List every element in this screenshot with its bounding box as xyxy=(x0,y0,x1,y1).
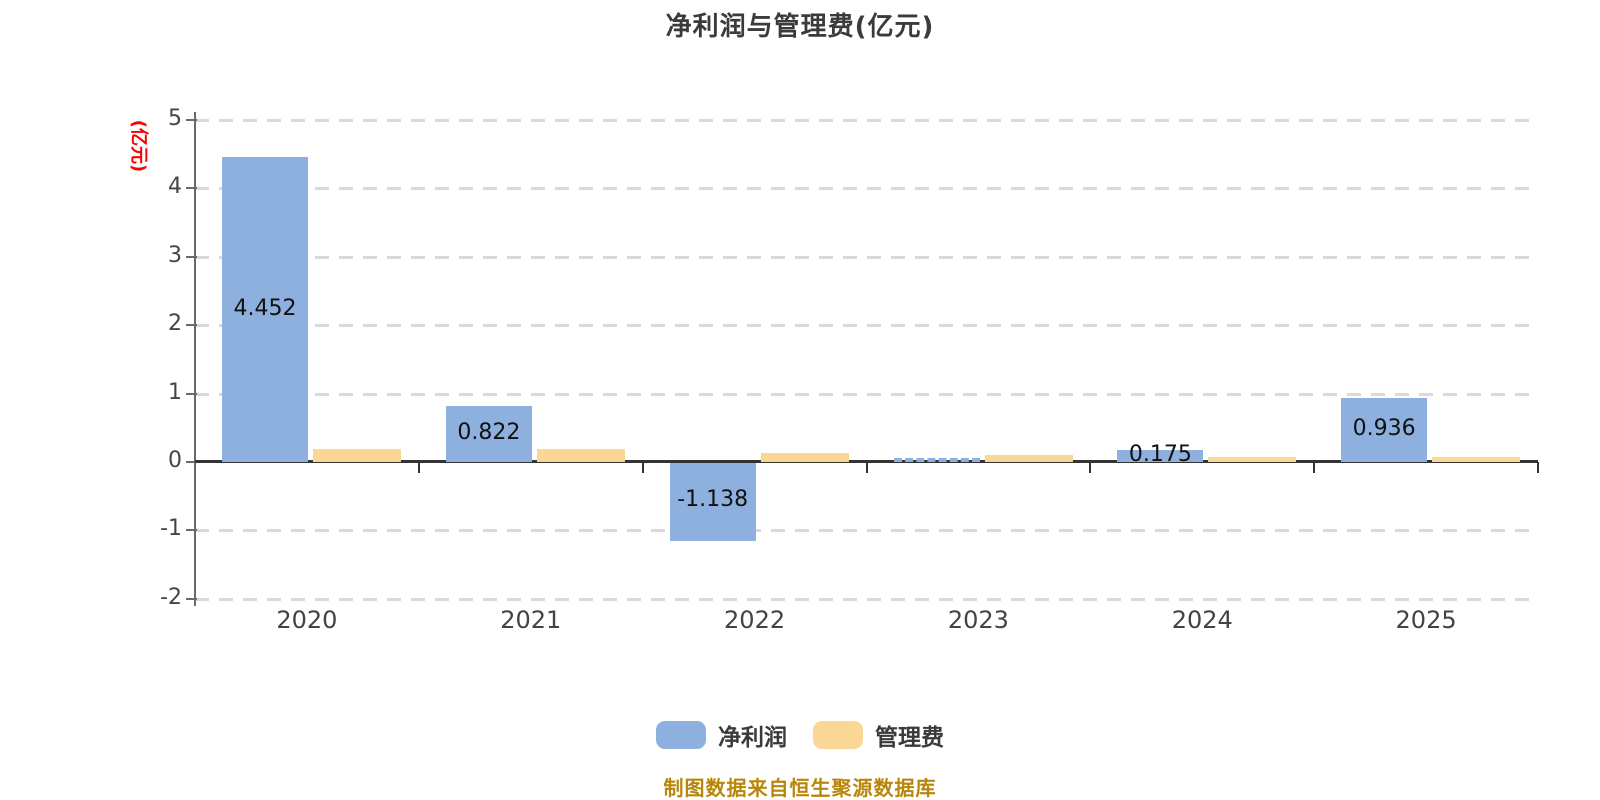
gridline-y2 xyxy=(195,324,1535,328)
bar-净利润-2021 xyxy=(445,405,532,462)
bar-净利润-2022 xyxy=(669,463,756,541)
y-axis-tick xyxy=(186,324,197,327)
mgmt-fee-swatch-icon xyxy=(813,721,863,749)
legend-label-mgmt-fee: 管理费 xyxy=(875,725,944,751)
x-axis-tick xyxy=(641,462,644,473)
x-axis-tick xyxy=(865,462,868,473)
bar-管理费-2024 xyxy=(1208,456,1297,462)
y-axis-tick xyxy=(186,392,197,395)
bar-管理费-2023 xyxy=(984,455,1073,462)
y-tick-label: 2 xyxy=(168,311,182,337)
data-source-note: 制图数据来自恒生聚源数据库 xyxy=(663,776,937,800)
x-axis-label-2025: 2025 xyxy=(1395,606,1457,634)
y-tick-label: 3 xyxy=(168,242,182,268)
x-axis-label-2021: 2021 xyxy=(500,606,562,634)
x-axis-tick xyxy=(1537,462,1539,473)
bar-管理费-2022 xyxy=(760,453,849,462)
legend-label-net-profit: 净利润 xyxy=(718,725,787,751)
gridline-y-2 xyxy=(195,597,1535,601)
y-tick-label: 4 xyxy=(168,174,182,200)
y-axis-tick xyxy=(186,187,197,190)
y-axis-tick xyxy=(186,119,197,121)
legend-item-net-profit: 净利润 xyxy=(656,718,787,752)
legend-item-mgmt-fee: 管理费 xyxy=(813,718,944,752)
gridline-y3 xyxy=(195,255,1535,259)
y-axis-line xyxy=(194,112,196,606)
bar-value-label: -1.138 xyxy=(677,486,749,512)
y-tick-label: 0 xyxy=(168,448,182,473)
x-axis-tick xyxy=(1089,462,1092,473)
net-profit-swatch-icon xyxy=(656,721,706,749)
x-axis-zero-line xyxy=(195,460,1538,463)
bar-管理费-2025 xyxy=(1432,457,1521,462)
x-axis-label-2024: 2024 xyxy=(1171,606,1233,634)
bar-value-label: 0.175 xyxy=(1128,442,1192,467)
x-axis-label-2023: 2023 xyxy=(947,606,1009,634)
y-axis-tick xyxy=(186,529,197,532)
x-axis-label-2020: 2020 xyxy=(276,606,338,634)
y-axis-tick xyxy=(186,597,197,600)
bar-value-label: 4.452 xyxy=(233,295,297,321)
y-axis-tick xyxy=(186,255,197,258)
y-tick-label: -1 xyxy=(160,516,182,542)
gridline-y1 xyxy=(195,392,1535,396)
x-axis-tick xyxy=(1313,462,1316,473)
bar-净利润-2024 xyxy=(1117,450,1204,462)
chart-title: 净利润与管理费(亿元) xyxy=(665,12,935,42)
x-axis-label-2022: 2022 xyxy=(724,606,786,634)
bar-管理费-2020 xyxy=(313,449,401,462)
x-axis-tick xyxy=(417,462,420,473)
y-axis-tick xyxy=(186,461,197,463)
y-tick-label: 5 xyxy=(168,106,182,131)
y-tick-label: 1 xyxy=(168,379,182,405)
bar-管理费-2021 xyxy=(536,449,625,462)
bar-净利润-2020 xyxy=(222,157,308,462)
chart-legend: 净利润 管理费 xyxy=(0,718,1600,752)
bar-净利润-2025 xyxy=(1341,397,1428,462)
gridline-y5 xyxy=(195,119,1535,122)
y-tick-label: -2 xyxy=(160,584,182,610)
gridline-y-1 xyxy=(195,529,1535,533)
bar-净利润-2023 xyxy=(893,458,980,462)
gridline-y4 xyxy=(195,187,1535,191)
bar-value-label: 0.936 xyxy=(1352,415,1416,441)
bar-value-label: 0.822 xyxy=(457,419,521,445)
